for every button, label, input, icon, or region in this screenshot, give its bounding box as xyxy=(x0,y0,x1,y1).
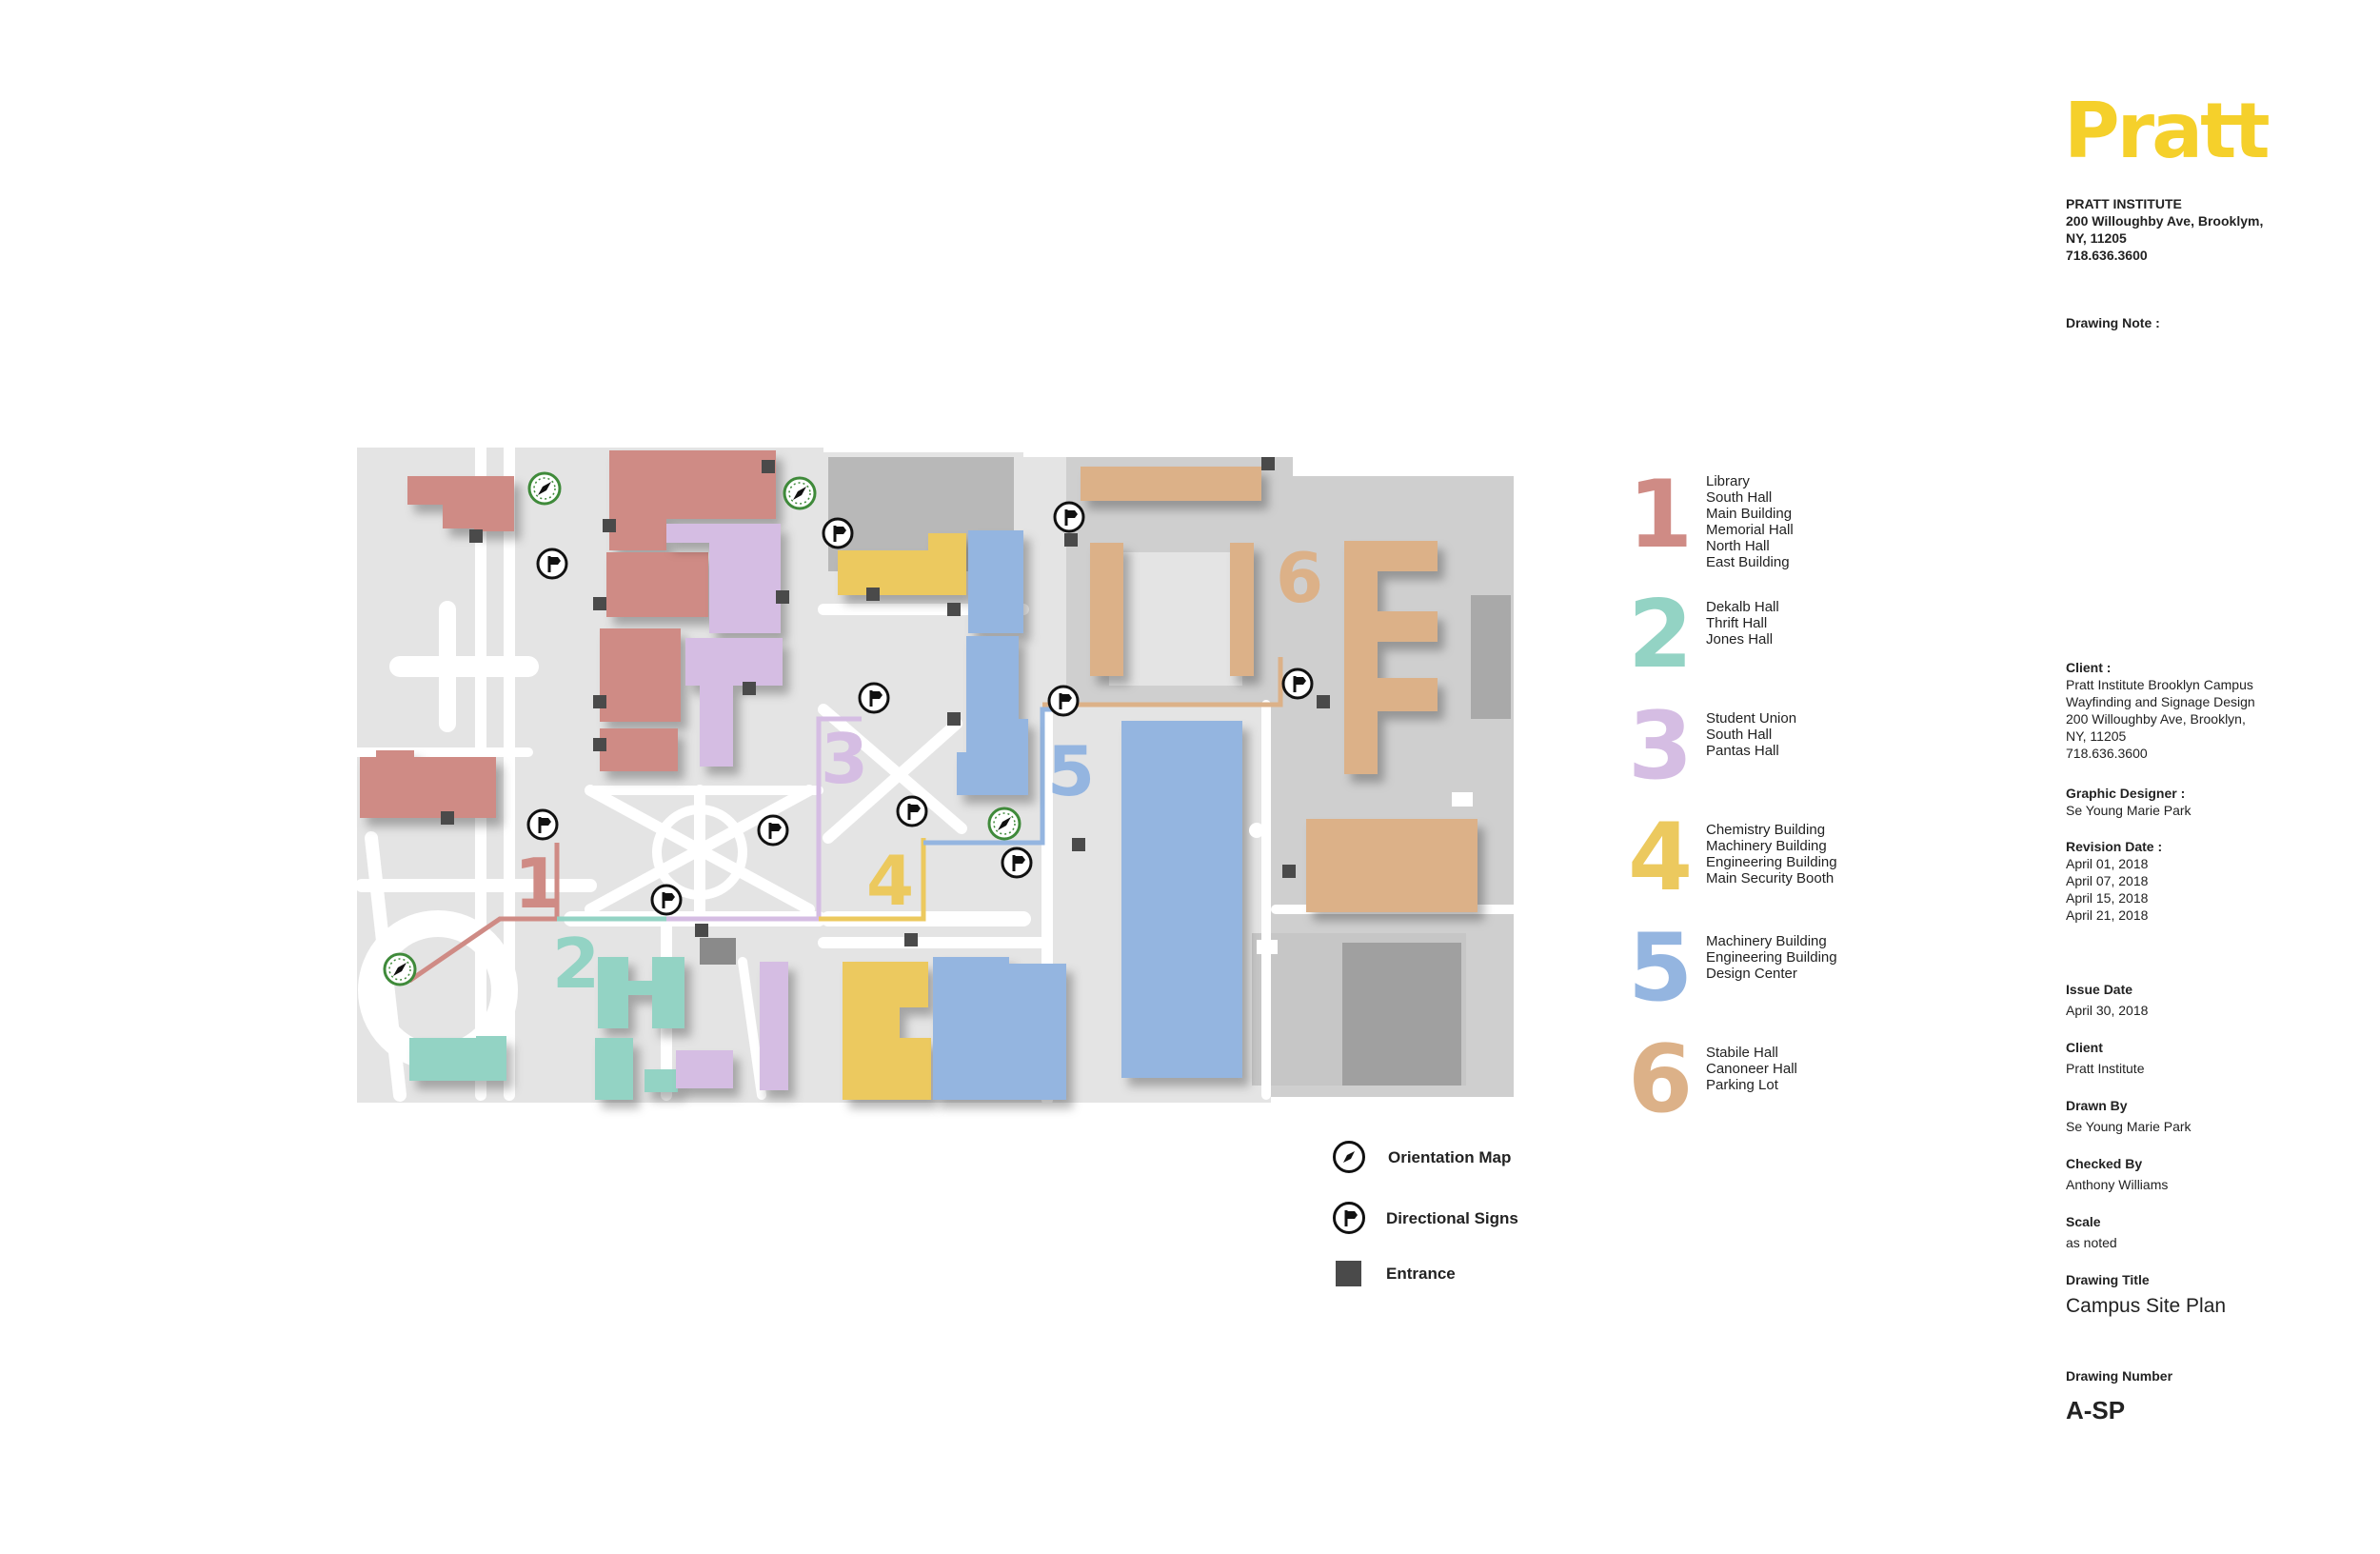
scale-label: Scale xyxy=(2066,1214,2101,1229)
legend-entrance-label: Entrance xyxy=(1386,1265,1456,1283)
map-zone-5: 5 xyxy=(1047,731,1095,811)
route-lines xyxy=(407,657,1283,984)
parking-marker xyxy=(1452,792,1473,807)
revision-label: Revision Date : xyxy=(2066,839,2163,854)
designer-label: Graphic Designer : xyxy=(2066,786,2186,801)
checked-by-block: Checked By Anthony Williams xyxy=(2066,1155,2168,1193)
parking-marker xyxy=(1257,940,1278,954)
issue-block: Issue Date April 30, 2018 xyxy=(2066,981,2148,1019)
signpost-icon xyxy=(1333,1202,1365,1234)
drawn-by-label: Drawn By xyxy=(2066,1098,2128,1113)
zone-1-buildings xyxy=(360,450,776,818)
client-line: 718.636.3600 xyxy=(2066,746,2148,761)
revision-date: April 21, 2018 xyxy=(2066,907,2149,923)
map-zone-2: 2 xyxy=(552,924,600,1004)
zone-3-buildings xyxy=(666,524,788,1090)
drawing-number-label: Drawing Number xyxy=(2066,1368,2173,1384)
zone-key-buildings: Dekalb Hall Thrift Hall Jones Hall xyxy=(1706,599,1779,648)
map-dot xyxy=(1249,823,1264,838)
revision-block: Revision Date : April 01, 2018 April 07,… xyxy=(2066,838,2162,924)
institute-name: PRATT INSTITUTE xyxy=(2066,196,2182,211)
drawing-number: A-SP xyxy=(2066,1396,2126,1424)
drawing-title-label: Drawing Title xyxy=(2066,1272,2150,1287)
drawing-title-block: Drawing Title Campus Site Plan xyxy=(2066,1271,2227,1317)
revision-date: April 15, 2018 xyxy=(2066,890,2149,906)
client-line: 200 Willoughby Ave, Brooklyn, xyxy=(2066,711,2246,727)
zone-key-number: 1 xyxy=(1628,461,1694,569)
legend-directional-label: Directional Signs xyxy=(1386,1209,1518,1227)
client-line: Wayfinding and Signage Design xyxy=(2066,694,2255,709)
legend-orientation-label: Orientation Map xyxy=(1388,1148,1512,1166)
pratt-logo: Pratt xyxy=(2064,87,2271,175)
checked-by-label: Checked By xyxy=(2066,1156,2143,1171)
zone-key-buildings: Machinery Building Engineering Building … xyxy=(1706,933,1837,982)
zone-5-buildings xyxy=(933,530,1242,1100)
designer-name: Se Young Marie Park xyxy=(2066,803,2192,818)
revision-date: April 01, 2018 xyxy=(2066,856,2149,871)
scale-block: Scale as noted xyxy=(2066,1213,2117,1251)
security-booth xyxy=(700,938,736,965)
map-zone-3: 3 xyxy=(821,719,868,799)
zone-2-buildings xyxy=(409,957,684,1100)
drawn-by-block: Drawn By Se Young Marie Park xyxy=(2066,1097,2192,1135)
designer-block: Graphic Designer : Se Young Marie Park xyxy=(2066,785,2192,819)
institute-info: PRATT INSTITUTE 200 Willoughby Ave, Broo… xyxy=(2066,195,2263,264)
entrance-square-icon xyxy=(1336,1261,1361,1286)
drawing-number-block: Drawing Number A-SP xyxy=(2066,1367,2173,1424)
zone-6-buildings xyxy=(1081,467,1478,912)
client2-label: Client xyxy=(2066,1040,2103,1055)
client-block: Client : Pratt Institute Brooklyn Campus… xyxy=(2066,659,2255,762)
zone-key-number: 6 xyxy=(1628,1026,1694,1134)
entrance-markers xyxy=(441,457,1330,946)
zone-key-number: 2 xyxy=(1628,581,1694,689)
client2-block: Client Pratt Institute xyxy=(2066,1039,2144,1077)
map-zone-6: 6 xyxy=(1276,538,1323,618)
client-label: Client : xyxy=(2066,660,2112,675)
zone-key-number: 4 xyxy=(1628,804,1694,912)
issue-date: April 30, 2018 xyxy=(2066,1003,2149,1018)
client2-name: Pratt Institute xyxy=(2066,1061,2145,1076)
issue-label: Issue Date xyxy=(2066,982,2133,997)
zone-4-buildings xyxy=(838,533,966,1100)
revision-date: April 07, 2018 xyxy=(2066,873,2149,888)
institute-address-1: 200 Willoughby Ave, Brooklym, xyxy=(2066,213,2264,229)
map-zone-numbers: 1 2 3 4 5 6 xyxy=(514,538,1323,1004)
zone-key-buildings: Chemistry Building Machinery Building En… xyxy=(1706,822,1837,887)
map-zone-4: 4 xyxy=(866,841,914,921)
institute-phone: 718.636.3600 xyxy=(2066,248,2148,263)
zone-key-number: 3 xyxy=(1628,692,1694,801)
client-line: Pratt Institute Brooklyn Campus xyxy=(2066,677,2253,692)
checked-by-name: Anthony Williams xyxy=(2066,1177,2169,1192)
zone-key-buildings: Student Union South Hall Pantas Hall xyxy=(1706,710,1797,759)
drawing-note-label: Drawing Note : xyxy=(2066,315,2160,330)
compass-icon xyxy=(1333,1141,1365,1173)
scale-value: as noted xyxy=(2066,1235,2117,1250)
zone-key-buildings: Stabile Hall Canoneer Hall Parking Lot xyxy=(1706,1045,1797,1093)
drawn-by-name: Se Young Marie Park xyxy=(2066,1119,2192,1134)
zone-key-buildings: Library South Hall Main Building Memoria… xyxy=(1706,473,1794,570)
zone-key-number: 5 xyxy=(1628,914,1694,1023)
institute-address-2: NY, 11205 xyxy=(2066,230,2127,246)
client-line: NY, 11205 xyxy=(2066,728,2127,744)
map-zone-1: 1 xyxy=(514,844,562,924)
drawing-title: Campus Site Plan xyxy=(2066,1295,2227,1317)
